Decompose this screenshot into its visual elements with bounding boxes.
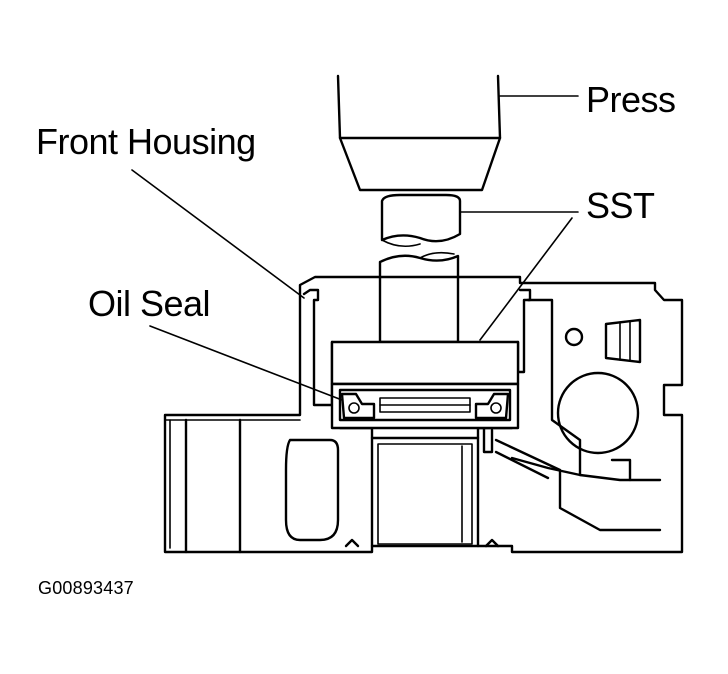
sst-driver-cup [330,340,520,386]
leader-lines [131,95,579,401]
press-label: Press [586,79,676,120]
leader-oil-seal [149,325,343,401]
oil-seal-label: Oil Seal [88,283,211,324]
sst-lower-shaft [378,251,460,344]
leader-sst-lower [479,217,573,341]
sst-upper-cylinder [380,193,462,248]
front-housing-label: Front Housing [36,121,256,162]
figure-id: G00893437 [38,578,134,598]
oil-seal [330,382,520,430]
leader-front-housing [131,169,305,299]
sst-label: SST [586,185,655,226]
press-ram [336,74,502,192]
